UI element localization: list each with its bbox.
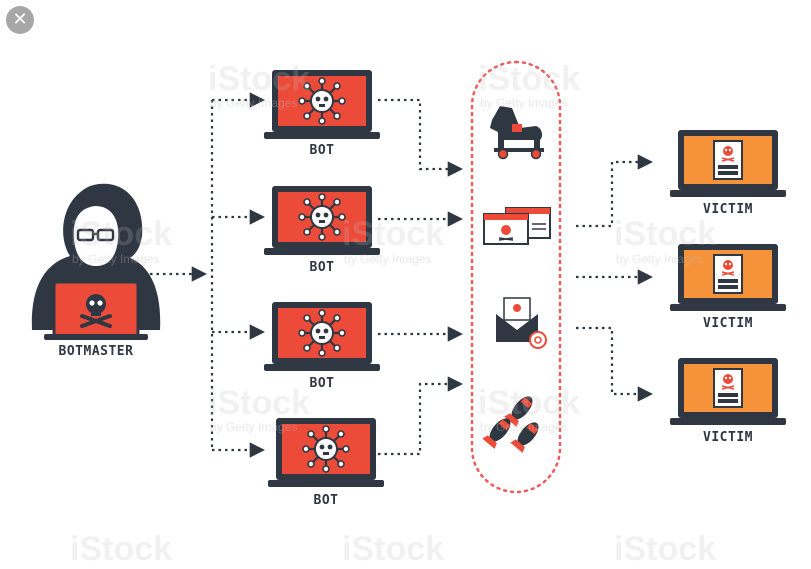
bot-laptop: [262, 184, 382, 257]
victim-label: VICTIM: [703, 316, 753, 331]
bot-label: BOT: [309, 143, 335, 158]
victim-laptop: [669, 357, 787, 426]
bot-laptop: [262, 300, 382, 373]
bombs-icon: [482, 396, 539, 453]
bot-label: BOT: [313, 493, 339, 508]
bot-links: [378, 98, 464, 456]
victim-label: VICTIM: [703, 430, 753, 445]
botmaster-links: [150, 92, 266, 458]
trojan-horse-icon: [490, 106, 544, 160]
victim-laptop: [669, 243, 787, 312]
close-icon[interactable]: ✕: [6, 6, 34, 34]
skull-crossbones-icon: [80, 294, 112, 328]
email-attachment-icon: [496, 297, 547, 349]
victim-label: VICTIM: [703, 202, 753, 217]
bot-laptop: [262, 68, 382, 141]
bot-laptop: [266, 416, 386, 489]
bot-label: BOT: [309, 376, 335, 391]
popup-windows-icon: [483, 207, 551, 245]
botmaster-label: BOTMASTER: [58, 344, 134, 359]
hooded-hacker-icon: [31, 183, 161, 340]
victim-laptop: [669, 129, 787, 198]
bot-label: BOT: [309, 260, 335, 275]
attack-methods-ring: [470, 60, 562, 494]
victim-links: [576, 154, 654, 402]
